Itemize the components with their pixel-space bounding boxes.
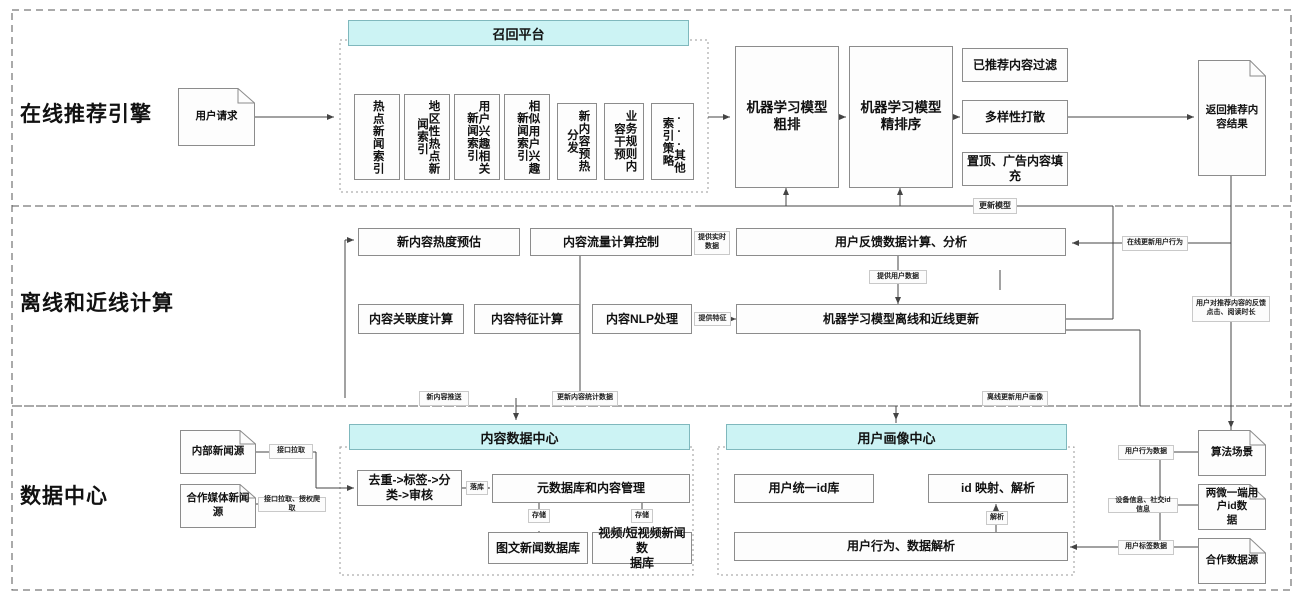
internal-news-source-doc: 内部新闻源 bbox=[180, 430, 256, 474]
recommended-filter-label: 已推荐内容过滤 bbox=[972, 57, 1057, 72]
recall-item-regional-hot-news[interactable]: 地区性热点新闻索引 bbox=[404, 94, 450, 180]
user-behavior-parse-label: 用户行为、数据解析 bbox=[846, 539, 955, 553]
content-nlp-node[interactable]: 内容NLP处理 bbox=[592, 304, 692, 334]
content-traffic-control-node[interactable]: 内容流量计算控制 bbox=[530, 228, 692, 256]
recall-item-user-interest-news[interactable]: 用户兴趣相关新闻索引 bbox=[454, 94, 500, 180]
edge-label-user-tag-data: 用户标签数据 bbox=[1118, 540, 1174, 555]
recommend-result-doc-label: 返回推荐内容结果 bbox=[1205, 104, 1259, 130]
two-wei-one-duan-doc-label: 两微一端用户id数 据 bbox=[1205, 486, 1259, 526]
edge-label-update-model: 更新模型 bbox=[973, 198, 1017, 214]
coarse-rank-label: 机器学习模型粗排 bbox=[746, 100, 828, 132]
user-profile-center-header-label: 用户画像中心 bbox=[857, 430, 936, 446]
edge-label-parse: 解析 bbox=[986, 511, 1008, 525]
meta-db-node[interactable]: 元数据库和内容管理 bbox=[492, 474, 690, 503]
edge-label-provide-user-data: 提供用户数据 bbox=[869, 270, 927, 284]
edge-label-store-2: 存储 bbox=[631, 509, 653, 523]
partner-data-source-doc-label: 合作数据源 bbox=[1205, 554, 1259, 567]
recall-item-new-content-warmup-label: 新内容预热分发 bbox=[566, 110, 590, 173]
content-feature-node[interactable]: 内容特征计算 bbox=[474, 304, 580, 334]
partner-data-source-doc: 合作数据源 bbox=[1198, 538, 1266, 584]
partner-news-source-label: 合作媒体新闻源 bbox=[186, 492, 250, 518]
new-content-hot-estimate-node[interactable]: 新内容热度预估 bbox=[358, 228, 520, 256]
user-profile-center-header: 用户画像中心 bbox=[726, 424, 1067, 450]
diversity-node[interactable]: 多样性打散 bbox=[962, 100, 1068, 134]
recall-item-hot-news-label: 热点新闻索引 bbox=[371, 99, 384, 175]
recall-item-similar-user-interest-news-label: 相似用户兴趣新闻索引 bbox=[516, 99, 540, 175]
band-label-online: 在线推荐引擎 bbox=[20, 103, 152, 126]
edge-label-api-pull: 接口拉取 bbox=[269, 444, 313, 459]
edge-label-provide-realtime-data: 提供实时 数据 bbox=[694, 231, 730, 255]
edge-label-new-content-push: 新内容推送 bbox=[419, 391, 469, 406]
content-data-center-header-label: 内容数据中心 bbox=[480, 430, 559, 446]
edge-label-device-social-id: 设备信息、社交id信息 bbox=[1108, 497, 1178, 513]
recall-item-regional-hot-news-label: 地区性热点新闻索引 bbox=[416, 99, 440, 175]
edge-label-store-1: 存储 bbox=[528, 509, 550, 523]
user-request-doc: 用户请求 bbox=[178, 88, 255, 146]
two-wei-one-duan-doc: 两微一端用户id数 据 bbox=[1198, 484, 1266, 530]
edge-label-offline-update-profile: 离线更新用户画像 bbox=[982, 391, 1048, 406]
content-relevance-node[interactable]: 内容关联度计算 bbox=[358, 304, 464, 334]
user-unified-id-node[interactable]: 用户统一id库 bbox=[734, 474, 874, 503]
recall-platform-header: 召回平台 bbox=[348, 20, 689, 46]
recall-item-hot-news[interactable]: 热点新闻索引 bbox=[354, 94, 400, 180]
recall-platform-header-label: 召回平台 bbox=[492, 26, 545, 42]
fine-rank-label: 机器学习模型精排序 bbox=[860, 100, 942, 132]
dedup-pipeline-node[interactable]: 去重->标签->分 类->审核 bbox=[357, 470, 462, 506]
user-request-doc-label: 用户请求 bbox=[195, 110, 238, 123]
content-relevance-label: 内容关联度计算 bbox=[368, 311, 453, 326]
video-news-db-node[interactable]: 视频/短视频新闻数 据库 bbox=[592, 526, 692, 570]
content-feature-label: 内容特征计算 bbox=[490, 311, 563, 326]
user-feedback-analysis-node[interactable]: 用户反馈数据计算、分析 bbox=[736, 228, 1066, 256]
pin-ads-label: 置顶、广告内容填充 bbox=[967, 154, 1064, 183]
id-mapping-node[interactable]: id 映射、解析 bbox=[928, 474, 1068, 503]
recall-item-user-interest-news-label: 用户兴趣相关新闻索引 bbox=[466, 99, 490, 175]
edge-label-api-pull-authorized-crawl: 接口拉取、授权爬取 bbox=[258, 496, 326, 512]
edge-label-update-content-stats: 更新内容统计数据 bbox=[552, 391, 618, 406]
band-label-offline: 离线和近线计算 bbox=[20, 292, 174, 315]
content-data-center-header: 内容数据中心 bbox=[349, 424, 690, 450]
edge-label-user-feedback-note: 用户对推荐内容的反馈 点击、阅读时长 bbox=[1192, 296, 1270, 322]
algo-scene-doc: 算法场景 bbox=[1198, 430, 1266, 476]
ml-offline-nearline-update-node[interactable]: 机器学习模型离线和近线更新 bbox=[736, 304, 1066, 334]
edge-label-user-behavior-data: 用户行为数据 bbox=[1118, 445, 1174, 460]
pin-ads-node[interactable]: 置顶、广告内容填充 bbox=[962, 152, 1068, 186]
user-unified-id-label: 用户统一id库 bbox=[768, 481, 840, 495]
fine-rank-node[interactable]: 机器学习模型精排序 bbox=[849, 46, 953, 188]
recall-item-similar-user-interest-news[interactable]: 相似用户兴趣新闻索引 bbox=[504, 94, 550, 180]
recall-item-new-content-warmup[interactable]: 新内容预热分发 bbox=[557, 103, 597, 180]
recall-item-business-rules-label: 业务规则内容干预 bbox=[613, 110, 637, 173]
id-mapping-label: id 映射、解析 bbox=[961, 481, 1035, 495]
video-news-db-label: 视频/短视频新闻数 据库 bbox=[598, 525, 686, 570]
meta-db-label: 元数据库和内容管理 bbox=[536, 481, 645, 495]
internal-news-source-label: 内部新闻源 bbox=[191, 445, 245, 458]
content-traffic-control-label: 内容流量计算控制 bbox=[562, 234, 659, 249]
edge-label-store-to-db: 落库 bbox=[466, 481, 488, 495]
content-nlp-label: 内容NLP处理 bbox=[605, 311, 678, 326]
text-news-db-label: 图文新闻数据库 bbox=[495, 540, 580, 555]
recall-item-business-rules[interactable]: 业务规则内容干预 bbox=[604, 103, 644, 180]
recommend-result-doc: 返回推荐内容结果 bbox=[1198, 60, 1266, 176]
diversity-label: 多样性打散 bbox=[984, 109, 1045, 124]
dedup-pipeline-label: 去重->标签->分 类->审核 bbox=[368, 473, 451, 502]
recall-item-other-strategies-label: ...其他索引策略 bbox=[661, 109, 686, 174]
recall-item-other-strategies[interactable]: ...其他索引策略 bbox=[651, 103, 694, 180]
user-behavior-parse-node[interactable]: 用户行为、数据解析 bbox=[734, 532, 1068, 561]
user-feedback-analysis-label: 用户反馈数据计算、分析 bbox=[834, 234, 967, 249]
edge-label-provide-feature: 提供特征 bbox=[694, 312, 731, 326]
partner-news-source-doc: 合作媒体新闻源 bbox=[180, 484, 256, 528]
band-label-datacenter: 数据中心 bbox=[20, 485, 108, 508]
recommended-filter-node[interactable]: 已推荐内容过滤 bbox=[962, 48, 1068, 82]
algo-scene-doc-label: 算法场景 bbox=[1211, 446, 1253, 459]
ml-offline-nearline-update-label: 机器学习模型离线和近线更新 bbox=[822, 311, 979, 326]
new-content-hot-estimate-label: 新内容热度预估 bbox=[396, 234, 481, 249]
edge-label-online-update-user-behavior: 在线更新用户行为 bbox=[1122, 236, 1188, 251]
coarse-rank-node[interactable]: 机器学习模型粗排 bbox=[735, 46, 839, 188]
text-news-db-node[interactable]: 图文新闻数据库 bbox=[488, 532, 588, 564]
